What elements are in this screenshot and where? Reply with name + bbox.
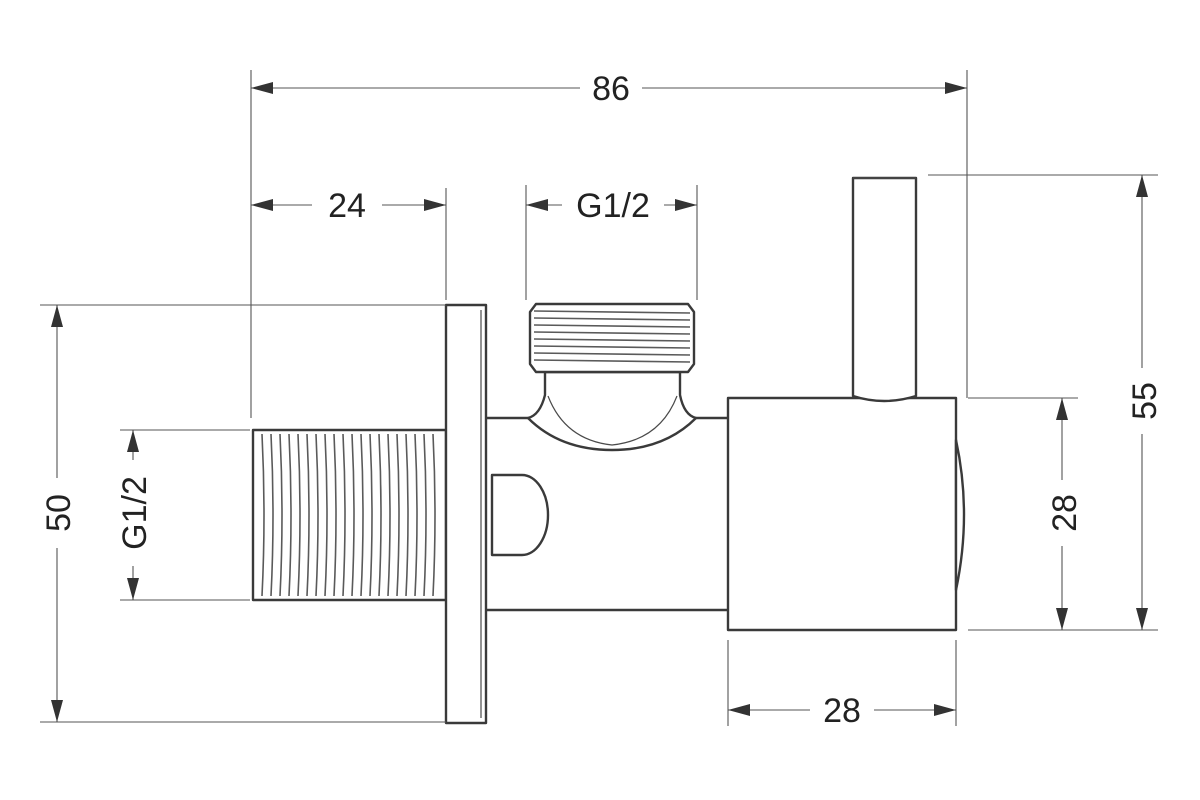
body-side-knob (490, 473, 550, 557)
dim-inlet-thread-length: 24 (251, 187, 447, 300)
dim-outlet-thread: G1/2 (525, 185, 698, 300)
dim-body-vertical: 28 (968, 397, 1084, 630)
dim-label-outlet-thread: G1/2 (576, 187, 650, 225)
dim-label-flange-height: 50 (40, 494, 78, 532)
outlet-thread-lines (533, 310, 691, 363)
dim-total-height: 55 (928, 174, 1164, 631)
dim-body-horizontal: 28 (727, 640, 957, 730)
dim-flange-height: 50 (40, 304, 446, 723)
housing-end-cap (954, 438, 966, 592)
dim-inlet-thread: G1/2 (116, 429, 250, 601)
dim-label-inlet-thread-length: 24 (328, 187, 366, 225)
inlet-threaded-shank (251, 428, 448, 602)
dim-label-body-vertical: 28 (1046, 494, 1084, 532)
dim-label-total-height: 55 (1126, 382, 1164, 420)
wall-flange (444, 303, 488, 725)
dim-label-body-horizontal: 28 (823, 692, 861, 730)
dim-label-inlet-thread: G1/2 (116, 476, 154, 550)
valve-part (251, 176, 966, 725)
outlet-threaded-nipple (528, 302, 696, 374)
outlet-neck (526, 370, 698, 452)
lever-handle (851, 176, 918, 403)
dim-overall-length: 86 (250, 70, 968, 418)
inlet-thread-lines (261, 433, 436, 597)
dim-label-overall-length: 86 (592, 70, 630, 108)
handle-housing (726, 396, 958, 632)
dimension-annotations: 86 24 G1/2 50 (40, 70, 1164, 730)
